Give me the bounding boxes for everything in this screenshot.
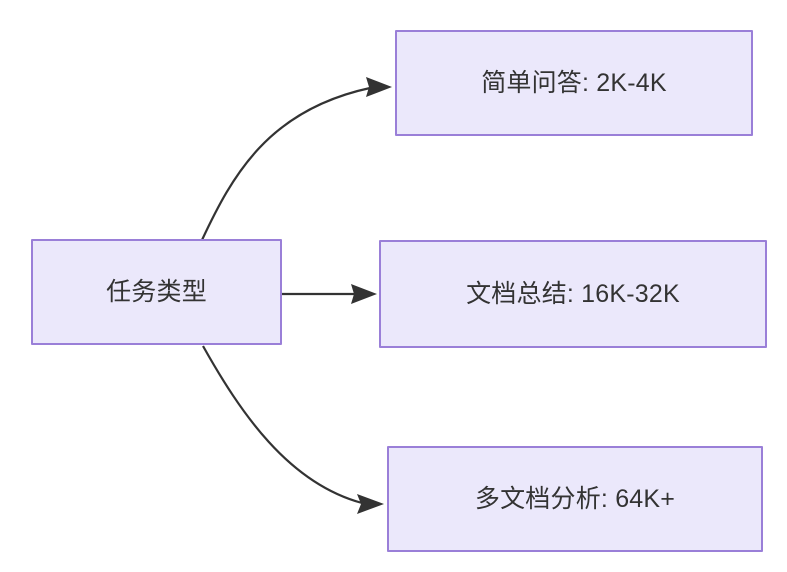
node-simple-qa[interactable]: 简单问答: 2K-4K [395,30,753,136]
node-multi-document-analysis[interactable]: 多文档分析: 64K+ [387,446,763,552]
edge-root-to-child-2 [202,345,384,514]
edge-root-to-child-1 [282,284,377,304]
arrowhead-icon-child-1 [351,284,377,304]
node-simple-qa-label: 简单问答: 2K-4K [481,69,667,97]
edge-path-root-to-child-2 [202,345,363,505]
node-document-summary-label: 文档总结: 16K-32K [466,280,680,308]
edge-path-root-to-child-0 [201,86,371,241]
node-document-summary[interactable]: 文档总结: 16K-32K [379,240,767,348]
arrowhead-icon-child-2 [357,494,384,514]
node-multi-document-analysis-label: 多文档分析: 64K+ [474,485,676,513]
arrowhead-icon-child-0 [366,77,392,97]
node-root[interactable]: 任务类型 [31,239,282,345]
edge-root-to-child-0 [201,77,392,241]
node-root-label: 任务类型 [106,278,207,306]
